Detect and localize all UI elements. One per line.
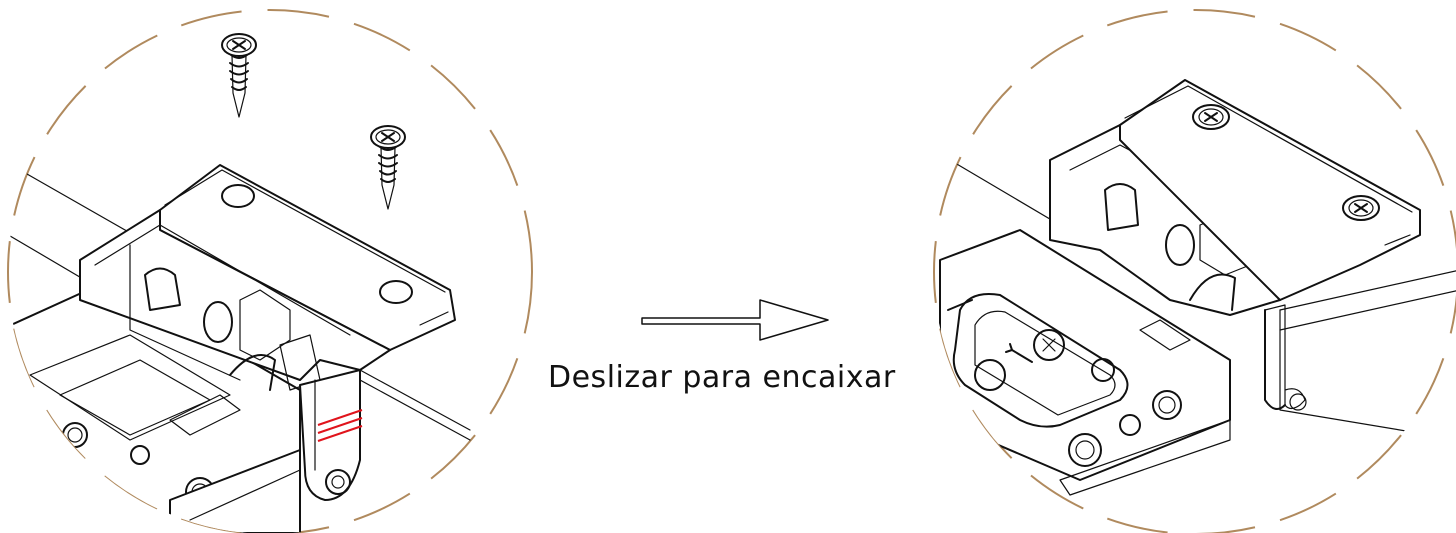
before-panel bbox=[7, 9, 533, 533]
screw-icon bbox=[221, 33, 257, 118]
slot-highlight-mark bbox=[317, 409, 363, 442]
installed-screw-icon bbox=[1192, 104, 1230, 130]
direction-arrow-icon bbox=[641, 299, 829, 341]
installed-screw-icon bbox=[1342, 195, 1380, 221]
after-dashed-circle bbox=[933, 9, 1456, 533]
after-drawing bbox=[939, 79, 1456, 496]
after-panel bbox=[933, 9, 1456, 533]
before-drawing bbox=[8, 164, 471, 533]
screw-icon bbox=[370, 125, 406, 210]
instruction-label: Deslizar para encaixar bbox=[548, 360, 896, 395]
before-dashed-circle bbox=[7, 9, 533, 533]
